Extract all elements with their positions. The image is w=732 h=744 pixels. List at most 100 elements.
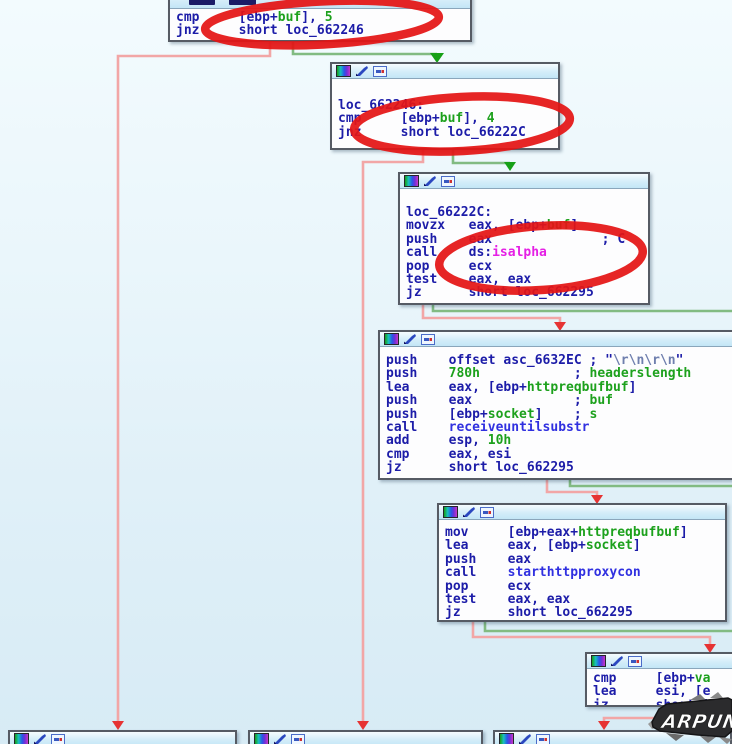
code-segment: isalpha (492, 245, 547, 261)
code-segment: headerslength (589, 366, 692, 382)
basic-block[interactable]: loc_66222C:movzx eax, [ebp+buf]push eax … (398, 172, 650, 305)
arrowhead-red-5 (704, 644, 716, 653)
code-line[interactable]: push offset asc_6632EC ; "\r\n\r\n" (386, 354, 732, 367)
edge-green-3 (431, 305, 732, 313)
arrowhead-green-1 (430, 53, 444, 63)
code-line[interactable]: mov [ebp+eax+httpreqbufbuf] (445, 526, 725, 539)
code-segment: ] (632, 538, 641, 554)
code-line[interactable]: cmp eax, esi (386, 448, 732, 461)
block-title-bar[interactable] (495, 732, 730, 744)
code-segment: jz short l (593, 697, 711, 707)
arrowhead-red-4 (591, 495, 603, 504)
palette-icon (404, 175, 419, 187)
code-segment: call (445, 565, 508, 581)
code-line[interactable]: call ds:isalpha (406, 246, 648, 259)
basic-block[interactable]: push offset asc_6632EC ; "\r\n\r\n"push … (378, 330, 732, 480)
code-line[interactable]: movzx eax, [ebp+buf] (406, 219, 648, 232)
code-segment: 10h (487, 433, 512, 449)
basic-block[interactable]: mov [ebp+eax+httpreqbufbuf]lea eax, [ebp… (437, 503, 727, 622)
code-line[interactable]: call receiveuntilsubstr (386, 421, 732, 434)
code-line[interactable]: jz short l (593, 697, 732, 707)
code-segment: jnz short loc_66222C (338, 124, 526, 140)
code-line[interactable]: jz short loc_662295 (445, 606, 725, 619)
code-segment: ; (479, 366, 590, 382)
block-title-bar[interactable] (170, 0, 470, 9)
block-title-bar[interactable] (332, 64, 558, 79)
code-segment: lea eax, [ebp+ (445, 538, 586, 554)
code-line[interactable]: push [ebp+socket] ; s (386, 406, 732, 422)
code-segment: pop ecx (445, 578, 532, 594)
block-title-bar[interactable] (400, 174, 648, 189)
block-title-bar[interactable] (380, 332, 732, 347)
edge-green-4 (568, 480, 732, 488)
code-line[interactable]: pop ecx (406, 259, 648, 273)
code-segment: call (386, 420, 449, 436)
arrowhead-red-6 (598, 721, 610, 730)
code-segment: httpreqbufbuf (578, 525, 680, 540)
brush-icon (33, 733, 47, 744)
edge-red-5 (471, 622, 712, 644)
code-segment: push [ebp+ (386, 406, 488, 422)
code-line[interactable]: jz short loc_662295 (386, 461, 732, 474)
code-line[interactable]: add esp, 10h (386, 434, 732, 447)
code-line[interactable]: jnz short loc_66222C (338, 126, 558, 139)
code-segment: add esp, (386, 433, 488, 449)
palette-icon (14, 733, 29, 744)
code-line[interactable]: push eax (445, 553, 725, 566)
code-segment: push offset asc_6632EC ; " (386, 353, 613, 368)
code-line[interactable]: pop ecx (445, 578, 725, 594)
code-line[interactable]: cmp [ebp+buf], 5 (176, 11, 470, 24)
palette-icon (591, 655, 606, 667)
code-line[interactable]: lea eax, [ebp+httpreqbufbuf] (386, 381, 732, 394)
block-title-bar[interactable] (439, 505, 725, 520)
brush-icon (273, 733, 287, 744)
code-segment: socket (585, 538, 633, 554)
code-line[interactable]: cmp [ebp+buf], 4 (338, 112, 558, 125)
code-segment: push eax (445, 551, 532, 567)
code-line[interactable]: loc_662246: (338, 99, 558, 112)
basic-block-clipped[interactable] (8, 730, 237, 744)
code-segment: httpreqbufbuf (526, 379, 629, 395)
code-line[interactable]: test eax, eax (445, 593, 725, 606)
palette-icon (384, 333, 399, 345)
clipped-icon (229, 0, 256, 5)
code-segment: jz short loc_662295 (445, 605, 633, 621)
code-segment: " (675, 353, 684, 368)
edge-red-1 (116, 42, 272, 723)
edge-green-1 (291, 42, 437, 56)
code-line[interactable]: lea esi, [e (593, 685, 732, 698)
code-line[interactable]: jnz short loc_662246 (176, 24, 470, 37)
basic-block-clipped[interactable] (248, 730, 483, 744)
code-line[interactable]: lea eax, [ebp+socket] (445, 539, 725, 552)
edge-red-4 (545, 480, 599, 496)
code-line[interactable]: push 780h ; headerslength (386, 367, 732, 380)
frame-icon (480, 506, 494, 518)
code-line[interactable]: cmp [ebp+va (593, 672, 732, 685)
code-segment: push eax ; (386, 393, 590, 409)
code-line[interactable]: loc_66222C: (406, 206, 648, 219)
brush-icon (423, 175, 437, 187)
edge-green-2 (451, 150, 510, 165)
code-segment: va (694, 671, 711, 686)
code-line[interactable]: push eax ; C (406, 233, 648, 246)
code-line[interactable]: call starthttpproxycon (445, 566, 725, 579)
code-line[interactable]: test eax, eax (406, 273, 648, 286)
frame-icon (51, 733, 65, 744)
block-title-bar[interactable] (250, 732, 481, 744)
edge-red-2 (361, 150, 425, 723)
basic-block-clipped[interactable] (493, 730, 732, 744)
block-title-bar[interactable] (10, 732, 235, 744)
frame-icon (291, 733, 305, 744)
code-line[interactable]: push eax ; buf (386, 394, 732, 407)
code-segment: jz short loc_662295 (406, 285, 594, 301)
block-title-bar[interactable] (587, 654, 732, 669)
code-line[interactable]: jz short loc_662295 (406, 286, 648, 299)
palette-icon (254, 733, 269, 744)
block-code: push offset asc_6632EC ; "\r\n\r\n"push … (380, 347, 732, 475)
